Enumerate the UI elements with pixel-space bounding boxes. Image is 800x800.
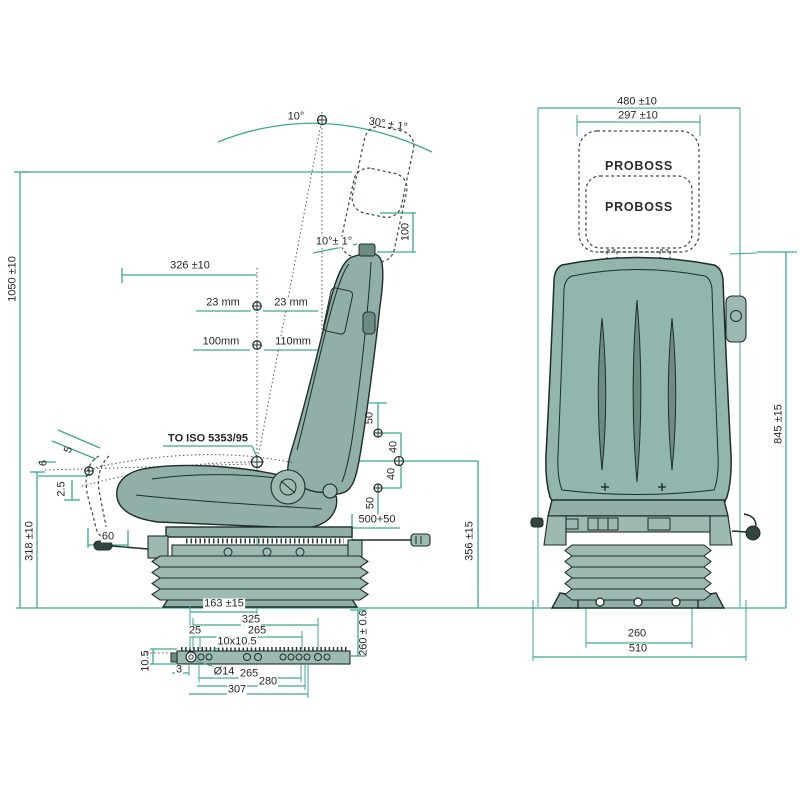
dim-50-bottom: 50 [364,496,377,510]
dim-40-top: 40 [387,440,400,454]
dim-260-rail: 260 ± 0.6 [357,610,370,656]
dim-325: 325 [240,613,262,626]
dim-6: 6 [37,459,50,467]
dim-265-bottom: 265 [238,667,260,680]
dim-1050: 1050 ±10 [6,256,19,302]
dim-23mm-left: 23 mm [205,296,241,309]
dim-510: 510 [627,642,649,655]
dim-297: 297 ±10 [617,109,659,122]
dim-110mm: 110mm [274,335,312,348]
dim-326: 326 ±10 [169,259,211,272]
dim-headrest-travel: 100 [399,222,412,242]
dim-100mm: 100mm [201,335,241,348]
brand-logo-lower: PROBOSS [604,199,674,214]
brand-logo-upper: PROBOSS [604,158,674,173]
dim-10-5: 10.5 [139,650,152,672]
dim-3: 3 [174,663,184,676]
dim-356: 356 ±15 [463,521,476,561]
dim-845: 845 ±15 [772,404,785,444]
dim-260-base: 260 [626,627,648,640]
dim-265-top: 265 [246,624,268,637]
iso-reference-label: TO ISO 5353/95 [167,432,249,445]
dim-280: 280 [257,675,279,688]
dim-23mm-right: 23 mm [273,296,309,309]
dim-50-top: 50 [363,411,376,425]
dim-500-50: 500+50 [357,513,397,526]
dim-60: 60 [100,530,116,543]
side-view-seat [81,125,431,608]
dim-40-bottom: 40 [385,467,398,481]
dim-dia-14: Ø14 [212,665,236,678]
dim-307: 307 [226,683,248,696]
dim-480: 480 ±10 [616,95,658,108]
front-view-seat [530,130,761,609]
dim-recline-forward: 10° [287,110,305,123]
dim-318: 318 ±10 [23,521,36,561]
dim-backrest-angle: 10°± 1° [314,235,354,248]
dim-hole-pattern: 10x10.5 [216,635,258,648]
dim-25: 25 [187,624,203,637]
dim-2-5: 2.5 [55,481,68,497]
dim-163: 163 ±15 [203,597,245,610]
